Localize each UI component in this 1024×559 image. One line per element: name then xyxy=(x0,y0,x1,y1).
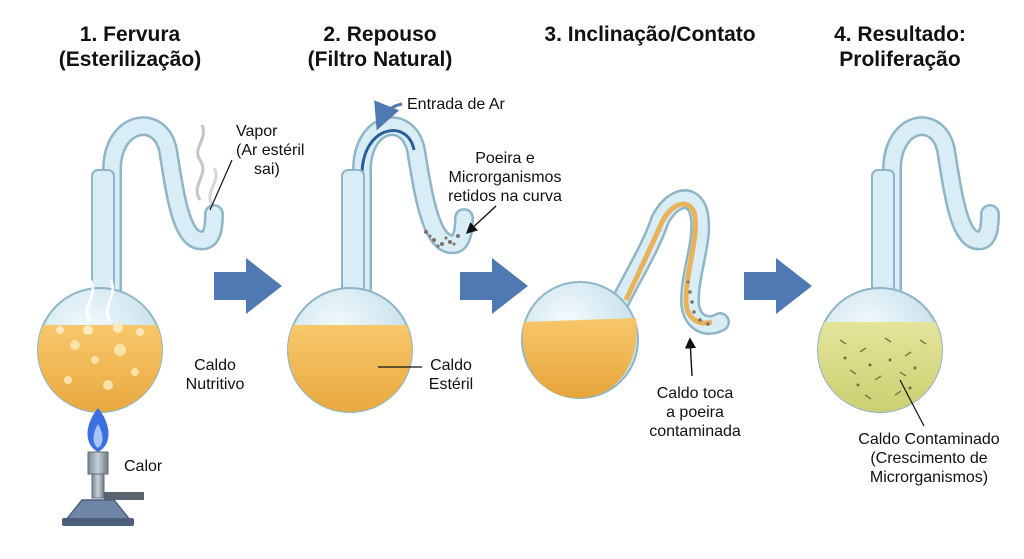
label-vapor: Vapor (Ar estéril sai) xyxy=(236,123,305,178)
flask-2-broth xyxy=(288,325,412,412)
bunsen-burner-icon xyxy=(62,408,144,526)
flask-1-broth xyxy=(38,325,162,412)
flask-3-broth xyxy=(522,318,637,398)
flask-3 xyxy=(521,189,730,399)
step3-title: 3. Inclinação/Contato xyxy=(530,22,770,47)
step1-title-line2: (Esterilização) xyxy=(58,48,202,71)
step2-title-line1: 2. Repouso xyxy=(323,23,437,46)
step4-title-line2: Proliferação xyxy=(839,48,961,71)
step2-title: 2. Repouso (Filtro Natural) xyxy=(280,22,480,72)
process-arrow-1 xyxy=(214,258,282,314)
dust-particles xyxy=(424,230,460,248)
step3-title-line1: 3. Inclinação/Contato xyxy=(544,23,756,46)
label-broth-sterile: Caldo Estéril xyxy=(428,357,474,393)
label-broth-nutritive: Caldo Nutritivo xyxy=(185,357,245,393)
step1-title: 1. Fervura (Esterilização) xyxy=(30,22,230,72)
process-arrow-2 xyxy=(460,258,528,314)
microorganisms xyxy=(839,337,927,400)
label-air-entry: Entrada de Ar xyxy=(407,96,505,113)
flask-1 xyxy=(37,116,233,413)
flask-4 xyxy=(817,116,1000,427)
label-heat: Calor xyxy=(124,458,163,475)
label-dust: Poeira e Microrganismos retidos na curva xyxy=(448,150,562,205)
flask-2 xyxy=(287,100,497,413)
air-entry-arrow xyxy=(374,100,403,131)
process-arrow-3 xyxy=(744,258,812,314)
vapor-icon xyxy=(195,124,218,206)
step1-title-line1: 1. Fervura xyxy=(79,23,181,46)
step4-title-line1: 4. Resultado: xyxy=(834,23,966,46)
label-contaminated: Caldo Contaminado (Crescimento de Micror… xyxy=(858,431,1000,486)
step2-title-line2: (Filtro Natural) xyxy=(307,48,453,71)
step4-title: 4. Resultado: Proliferação xyxy=(800,22,1000,72)
label-contact: Caldo toca a poeira contaminada xyxy=(649,385,741,440)
flask-4-broth xyxy=(818,322,942,412)
